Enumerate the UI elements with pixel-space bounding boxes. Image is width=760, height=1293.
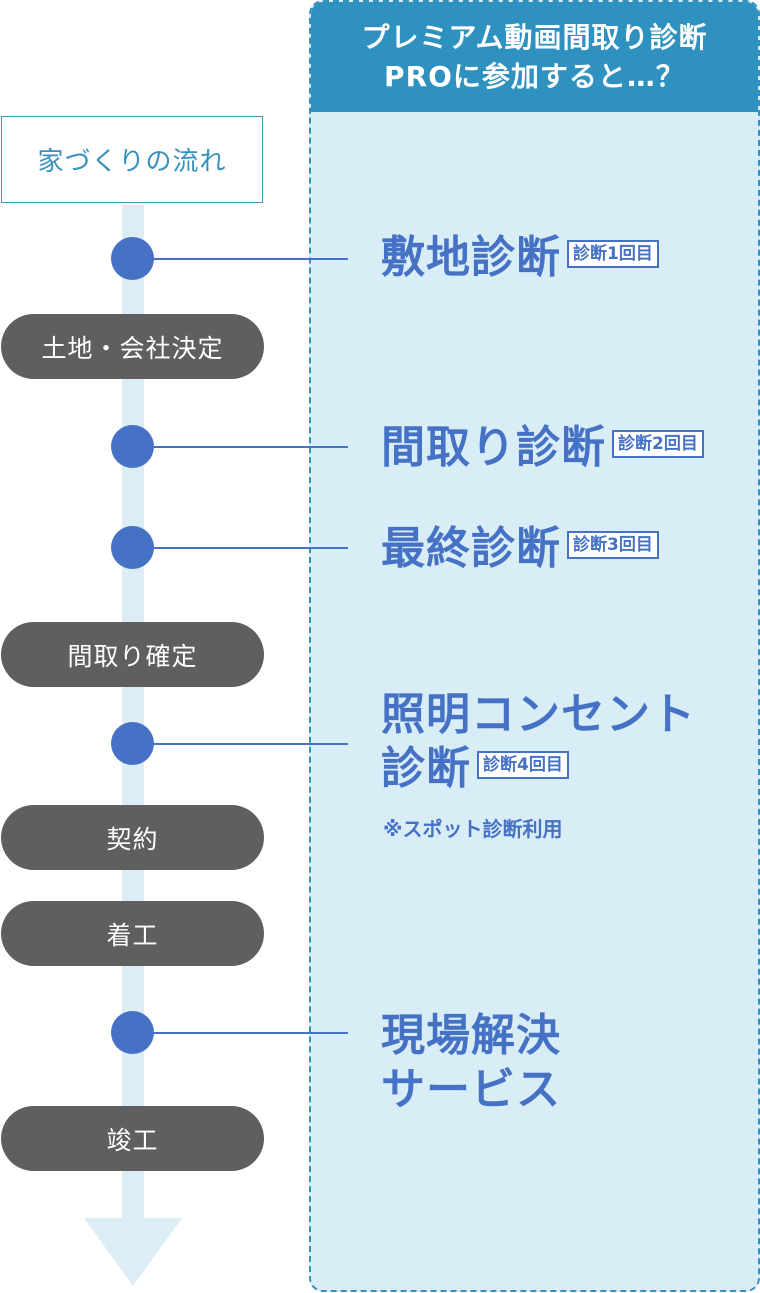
connector-line-onsite — [132, 1032, 348, 1034]
diagnosis-onsite-title-line1: 現場解決 — [381, 1010, 561, 1061]
timeline-dot-final — [111, 526, 154, 569]
stage-floorplan-fixed: 間取り確定 — [1, 622, 264, 687]
connector-line-final — [132, 547, 348, 549]
connector-line-lighting — [132, 743, 348, 745]
diagnosis-final-title: 最終診断 — [381, 523, 561, 574]
diagnosis-final-badge: 診断3回目 — [567, 531, 659, 559]
stage-construction-start: 着工 — [1, 901, 264, 966]
diagnosis-lighting: 照明コンセント 診断診断4回目 — [381, 688, 696, 796]
diagnosis-site-badge: 診断1回目 — [567, 240, 659, 268]
connector-line-floorplan — [132, 446, 348, 448]
connector-line-site — [132, 258, 348, 260]
diagnosis-lighting-title-line1: 照明コンセント — [381, 689, 696, 740]
timeline-dot-onsite — [111, 1011, 154, 1054]
stage-completion: 竣工 — [1, 1106, 264, 1171]
stage-land-company: 土地・会社決定 — [1, 314, 264, 379]
stage-contract: 契約 — [1, 805, 264, 870]
timeline-dot-lighting — [111, 722, 154, 765]
diagnosis-floorplan-title: 間取り診断 — [381, 422, 606, 473]
diagnosis-lighting-title-line2: 診断 — [381, 743, 471, 794]
diagnosis-lighting-note: ※スポット診断利用 — [383, 817, 563, 841]
premium-banner-line2: PROに参加すると…？ — [384, 60, 685, 93]
flow-header: 家づくりの流れ — [1, 116, 263, 203]
diagnosis-floorplan: 間取り診断診断2回目 — [381, 421, 704, 475]
premium-banner: プレミアム動画間取り診断 PROに参加すると…？ — [311, 2, 758, 112]
diagnosis-onsite: 現場解決 サービス — [381, 1009, 561, 1117]
diagnosis-site: 敷地診断診断1回目 — [381, 231, 659, 285]
premium-panel: プレミアム動画間取り診断 PROに参加すると…？ — [309, 0, 760, 1292]
diagnosis-lighting-badge: 診断4回目 — [477, 751, 569, 779]
timeline-dot-floorplan — [111, 425, 154, 468]
diagnosis-floorplan-badge: 診断2回目 — [612, 430, 704, 458]
diagnosis-onsite-title-line2: サービス — [381, 1064, 561, 1115]
premium-banner-line1: プレミアム動画間取り診断 — [361, 21, 708, 54]
diagnosis-site-title: 敷地診断 — [381, 232, 561, 283]
timeline-arrow-head — [84, 1218, 182, 1286]
timeline-dot-site — [111, 237, 154, 280]
diagnosis-final: 最終診断診断3回目 — [381, 522, 659, 576]
